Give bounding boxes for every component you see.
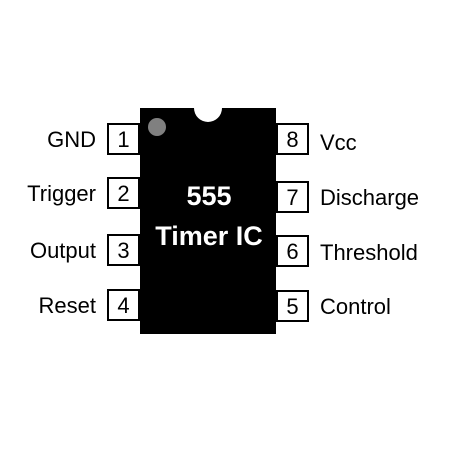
- pin-label: Threshold: [320, 240, 418, 265]
- pin-number: 3: [117, 238, 129, 263]
- pin-4: 4 Reset: [39, 289, 140, 321]
- pin-number: 7: [286, 185, 298, 210]
- orientation-notch: [194, 108, 222, 122]
- pin-box: [107, 234, 140, 266]
- pin-2: 2 Trigger: [27, 177, 140, 209]
- pin-box: [107, 289, 140, 321]
- pin-box: [276, 290, 309, 322]
- pin-label: Vcc: [320, 130, 357, 155]
- pin-3: 3 Output: [30, 234, 140, 266]
- pin-number: 4: [117, 293, 129, 318]
- chip-body: [140, 108, 276, 334]
- pin1-marker-dot: [148, 118, 166, 136]
- chip-part-number: 555: [186, 181, 231, 211]
- pin-8: 8 Vcc: [276, 123, 357, 155]
- pin-box: [107, 177, 140, 209]
- pin-label: Reset: [39, 293, 96, 318]
- pin-number: 8: [286, 127, 298, 152]
- right-pins: 8 Vcc 7 Discharge 6 Threshold 5 Control: [276, 123, 419, 322]
- pin-7: 7 Discharge: [276, 181, 419, 213]
- pin-1: 1 GND: [47, 123, 140, 155]
- pin-box: [276, 181, 309, 213]
- chip-name: Timer IC: [155, 221, 263, 251]
- pin-label: Control: [320, 294, 391, 319]
- pin-number: 2: [117, 181, 129, 206]
- pin-box: [107, 123, 140, 155]
- pin-6: 6 Threshold: [276, 235, 418, 267]
- pin-label: Trigger: [27, 181, 96, 206]
- pin-number: 6: [286, 239, 298, 264]
- left-pins: 1 GND 2 Trigger 3 Output 4 Reset: [27, 123, 140, 321]
- pin-label: Output: [30, 238, 96, 263]
- pin-number: 5: [286, 294, 298, 319]
- pin-number: 1: [117, 127, 129, 152]
- pin-box: [276, 123, 309, 155]
- pin-box: [276, 235, 309, 267]
- pin-label: Discharge: [320, 185, 419, 210]
- pin-label: GND: [47, 127, 96, 152]
- pin-5: 5 Control: [276, 290, 391, 322]
